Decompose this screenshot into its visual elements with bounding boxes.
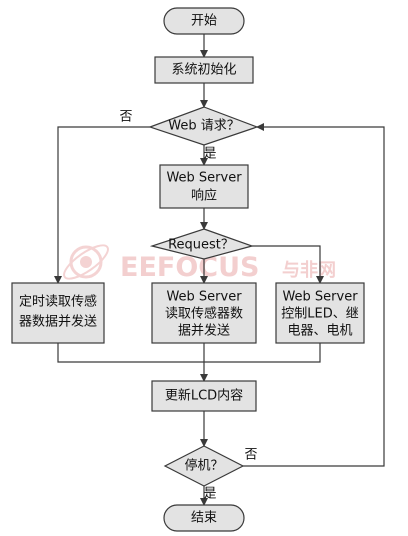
node-timed-read-line1: 定时读取传感 [19, 294, 97, 310]
node-web-request-label: Web 请求？ [168, 119, 239, 134]
node-init: 系统初始化 [154, 56, 254, 84]
node-start: 开始 [163, 7, 245, 35]
node-read-send-line3: 据并发送 [178, 323, 230, 339]
node-web-server-response-line2: 响应 [191, 188, 217, 204]
node-control-line1: Web Server [282, 290, 358, 305]
node-request-decision-label: Request？ [168, 238, 234, 253]
watermark-logo [63, 244, 109, 280]
node-timed-read: 定时读取传感 器数据并发送 [11, 282, 105, 344]
watermark-cn-text: 与非网 [282, 259, 336, 281]
node-end: 结束 [163, 504, 245, 532]
edge-label-stop-no: 否 [244, 448, 257, 463]
node-web-server-response-line1: Web Server [166, 171, 242, 186]
node-update-lcd-label: 更新LCD内容 [165, 388, 243, 404]
edge-merge [57, 343, 321, 363]
edge-stop-no [243, 123, 385, 467]
node-control-line2: 控制LED、继 [281, 307, 358, 322]
watermark-text: EEFOCUS [120, 252, 259, 283]
edge-request-control [252, 245, 324, 284]
node-end-label: 结束 [191, 511, 217, 526]
node-read-send-line2: 读取传感器数 [165, 306, 243, 322]
node-update-lcd: 更新LCD内容 [151, 380, 257, 412]
edge-label-web-no: 否 [119, 110, 132, 125]
node-stop-decision: 停机？ [163, 445, 245, 487]
edge-label-stop-yes: 是 [203, 487, 216, 502]
node-web-server-response: Web Server 响应 [159, 164, 249, 209]
edge-web-no [54, 126, 150, 284]
node-stop-decision-label: 停机？ [184, 458, 223, 474]
node-control-line3: 电器、电机 [287, 324, 352, 339]
node-read-send: Web Server 读取传感器数 据并发送 [151, 282, 257, 344]
edges [54, 34, 385, 506]
node-control: Web Server 控制LED、继 电器、电机 [275, 282, 365, 344]
node-read-send-line1: Web Server [166, 290, 242, 305]
node-start-label: 开始 [191, 14, 217, 29]
node-request-decision: Request？ [149, 228, 255, 260]
node-init-label: 系统初始化 [171, 63, 236, 78]
node-web-request: Web 请求？ [148, 106, 259, 146]
edge-label-web-yes: 是 [203, 147, 216, 162]
node-timed-read-line2: 器数据并发送 [19, 314, 97, 330]
